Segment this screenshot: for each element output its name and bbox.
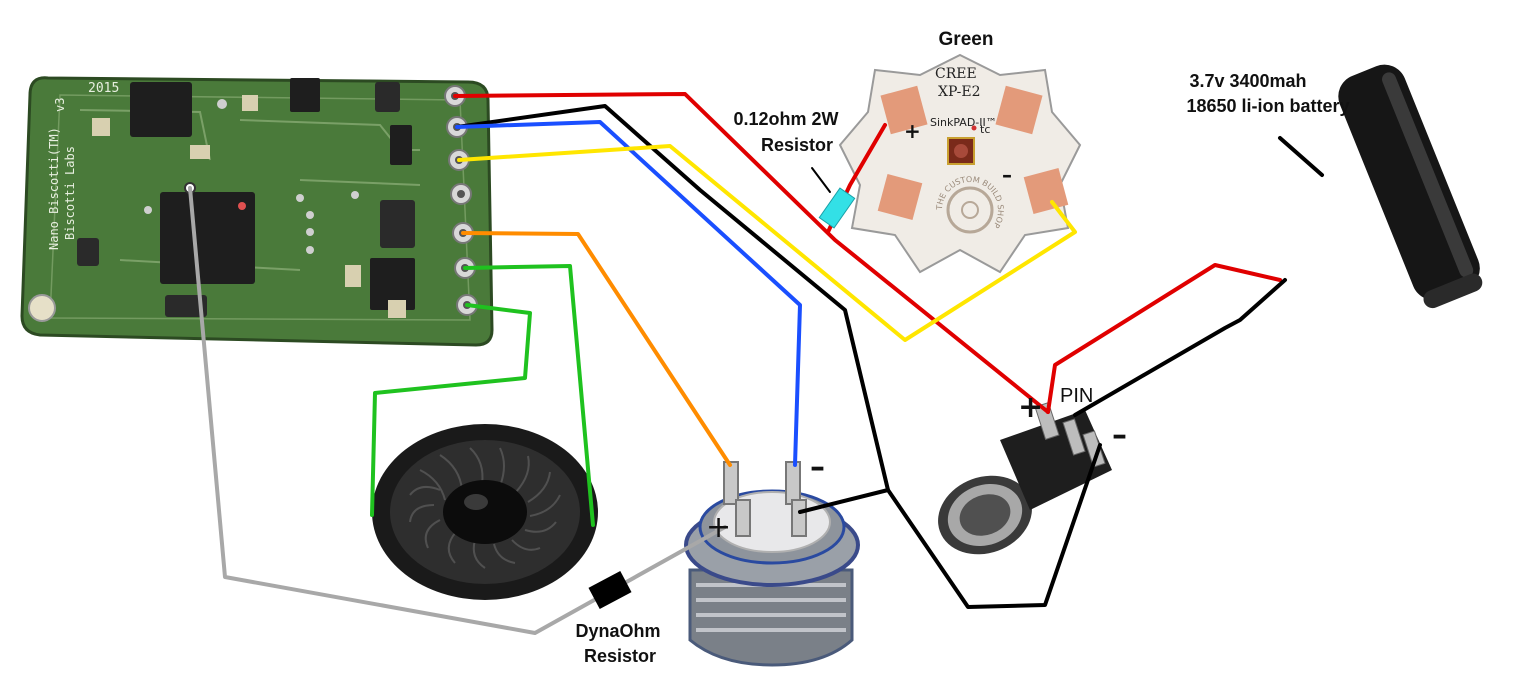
board-silk-lab: Biscotti Labs (63, 146, 77, 240)
wire-black-board (455, 104, 1102, 609)
led-model: XP-E2 (938, 84, 980, 100)
led-pad-label: SinkPAD-II™ (930, 116, 997, 129)
led-minus-sign: – (1002, 163, 1012, 187)
wire-red-battery (1046, 263, 1282, 414)
wire-red-board (453, 92, 1050, 414)
led-plus-sign: + (904, 119, 921, 143)
speaker (372, 424, 598, 600)
push-switch (684, 461, 860, 667)
wires (188, 92, 1324, 635)
wire-yellow (457, 144, 1077, 342)
dynaohm-label-line1: DynaOhm (575, 621, 660, 641)
battery-label-line2: 18650 li-ion battery (1186, 96, 1349, 116)
wire-black-battery (1073, 278, 1287, 417)
chip-main (160, 192, 255, 284)
switch-minus-sign: – (810, 450, 825, 485)
wire-black-battery-label (1278, 136, 1324, 177)
led-color-label: Green (939, 29, 994, 50)
chip-1 (130, 82, 192, 137)
dynaohm-label-line2: Resistor (584, 646, 656, 666)
led-brand: CREE (935, 66, 977, 82)
switch-plus-sign: + (706, 510, 731, 545)
battery-18650 (1338, 64, 1483, 309)
board-silk-name: Nano Biscotti(TM) (47, 127, 61, 250)
wire-gray (188, 186, 727, 635)
wire-green-a (463, 264, 595, 527)
led-star: CREE XP-E2 SinkPAD-II™ + – tc (838, 53, 1082, 274)
led-tc-label: tc (980, 123, 990, 136)
dynaohm-resistor (588, 570, 632, 610)
resistor-label-line1: 0.12ohm 2W (733, 109, 838, 129)
wire-green-b (370, 303, 532, 517)
dc-jack (938, 402, 1112, 555)
gear-icon (946, 186, 994, 234)
resistor-label-leader (811, 167, 831, 193)
wire-orange (461, 231, 732, 467)
wire-black-switch (798, 488, 890, 514)
battery-label-line1: 3.7v 3400mah (1189, 71, 1306, 91)
board-silk-year: 2015 (88, 81, 119, 96)
jack-plus-sign: + (1018, 390, 1043, 425)
board-silk-rev: v3 (53, 98, 67, 112)
jack-minus-sign: – (1112, 418, 1127, 453)
driver-board: 2015 v3 Nano Biscotti(TM) Biscotti Labs (20, 76, 494, 347)
resistor-012ohm (818, 187, 856, 229)
jack-pin-label: PIN (1060, 385, 1093, 407)
wire-blue (455, 120, 802, 467)
resistor-label-line2: Resistor (761, 135, 833, 155)
